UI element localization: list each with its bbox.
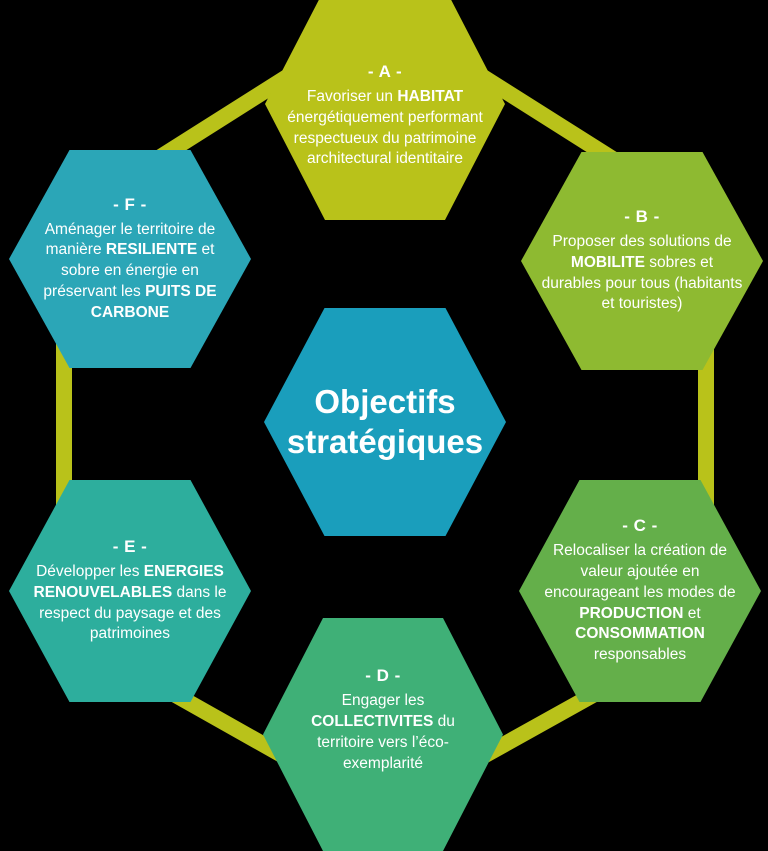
hexagon-e-heading: - E -	[112, 536, 148, 556]
hexagon-f-text: Aménager le territoire de manière RESILI…	[43, 220, 217, 321]
hexagon-f-heading: - F -	[113, 194, 147, 214]
hexagon-b-content: - B - Proposer des solutions de MOBILITE…	[540, 207, 743, 315]
hexagon-a-text: Favoriser un HABITAT énergétiquement per…	[287, 87, 483, 168]
hexagon-d-text: Engager les COLLECTIVITES du territoire …	[311, 692, 455, 772]
hexagon-e-text: Développer les ENERGIES RENOUVELABLES da…	[33, 562, 227, 643]
hexagon-b-text: Proposer des solutions de MOBILITE sobre…	[541, 232, 743, 313]
hexagon-e-content: - E - Développer les ENERGIES RENOUVELAB…	[28, 537, 231, 645]
hexagon-a-content: - A - Favoriser un HABITAT énergétiqueme…	[284, 62, 486, 170]
hexagon-b-heading: - B -	[624, 206, 660, 226]
hexagon-c-heading: - C -	[622, 516, 658, 536]
hexagon-d-content: - D - Engager les COLLECTIVITES du terri…	[282, 666, 484, 774]
hexagon-a: - A - Favoriser un HABITAT énergétiqueme…	[265, 0, 505, 220]
diagram-title: Objectifs stratégiques	[286, 382, 484, 460]
hexagon-a-heading: - A -	[367, 61, 403, 81]
hexagon-c-content: - C - Relocaliser la création de valeur …	[538, 516, 741, 666]
hexagon-center-content: Objectifs stratégiques	[283, 382, 486, 463]
hexagon-center: Objectifs stratégiques	[264, 308, 506, 536]
hexagon-f-content: - F - Aménager le territoire de manière …	[28, 195, 231, 324]
hexagon-c-text: Relocaliser la création de valeur ajouté…	[544, 542, 736, 664]
hexagon-d-heading: - D -	[365, 666, 401, 686]
